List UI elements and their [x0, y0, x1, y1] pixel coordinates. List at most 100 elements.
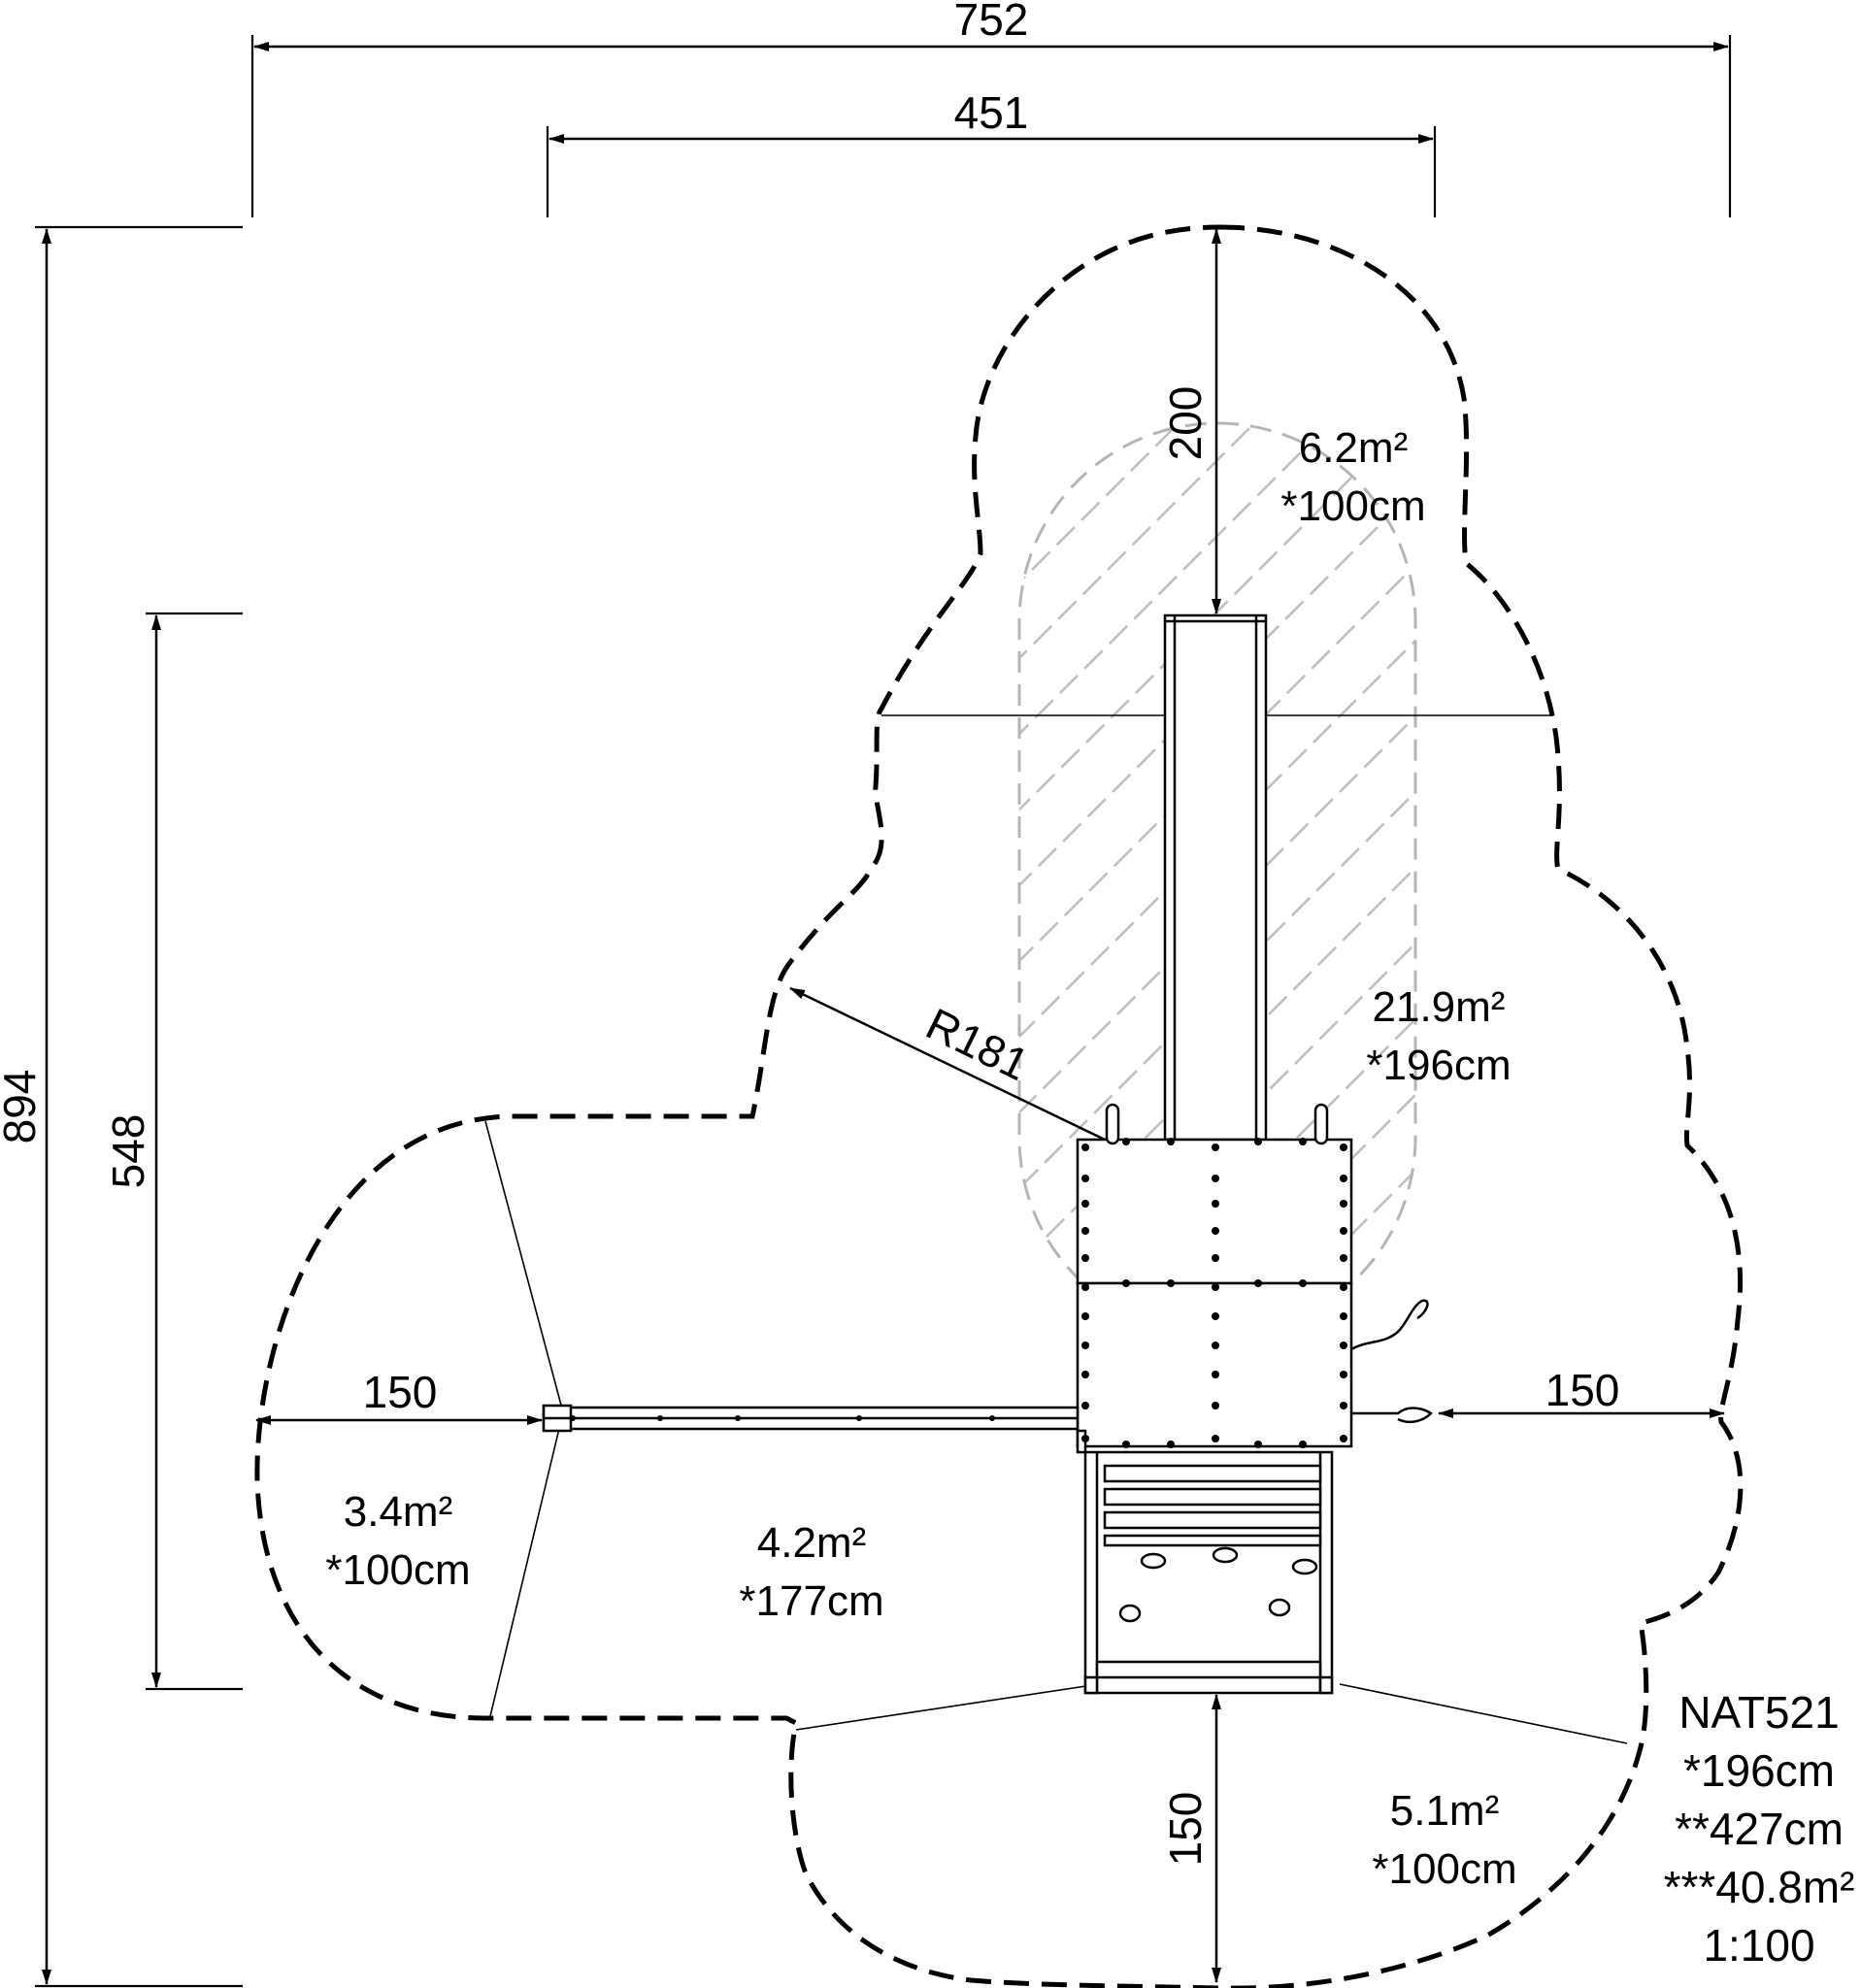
bolt	[1212, 1402, 1219, 1409]
bolt	[1081, 1342, 1089, 1349]
hatch-line	[1705, 423, 1861, 1336]
bolt	[1122, 1138, 1130, 1145]
slide	[1163, 613, 1268, 1142]
bolt	[1254, 1138, 1262, 1145]
bolt	[1254, 1279, 1262, 1287]
inner-width-label: 451	[954, 87, 1029, 138]
bolt	[1081, 1402, 1089, 1409]
hatch-line	[1019, 423, 1415, 1336]
dimension-right-clearance: 150	[1438, 1365, 1725, 1418]
slide-clearance-label: 200	[1160, 386, 1211, 461]
dimension-bottom-clearance: 150	[1160, 1694, 1221, 1983]
bolt	[1081, 1312, 1089, 1320]
hatch-line	[1401, 423, 1415, 1336]
hatch-line	[1019, 423, 1415, 1336]
bolt	[1122, 1279, 1130, 1287]
bolt	[1212, 1175, 1219, 1182]
zone-beam-area: 4.2m²	[757, 1519, 866, 1567]
bolt	[1081, 1143, 1089, 1151]
bolt	[1340, 1175, 1347, 1182]
bolt	[1340, 1402, 1347, 1409]
zone-bottom-height: *100cm	[1372, 1845, 1516, 1893]
bolt	[1167, 1441, 1175, 1448]
hatch-line	[0, 423, 800, 1336]
zone-beam-height: *177cm	[739, 1577, 883, 1625]
bolt	[1340, 1435, 1347, 1442]
zone-left-height: *100cm	[325, 1546, 470, 1594]
hatch-line	[1553, 423, 1861, 1336]
hatch-line	[1249, 423, 1415, 1336]
bolt	[1340, 1227, 1347, 1235]
bolt	[1212, 1200, 1219, 1208]
bolt	[1299, 1279, 1307, 1287]
radius-label: R181	[918, 998, 1037, 1090]
bolt	[1340, 1283, 1347, 1291]
dimension-slide-clearance: 200	[1160, 228, 1221, 614]
zone-left: 3.4m² *100cm	[325, 1488, 470, 1594]
bolt	[1340, 1254, 1347, 1262]
hatch-line	[0, 423, 573, 1336]
dimension-left-clearance: 150	[255, 1367, 543, 1425]
zone-left-area: 3.4m²	[344, 1488, 452, 1536]
bolt	[1122, 1441, 1130, 1448]
zone-top-height: *100cm	[1280, 482, 1425, 530]
product-scale: 1:100	[1703, 1920, 1814, 1971]
bolt	[1081, 1200, 1089, 1208]
overall-width-label: 752	[954, 0, 1029, 45]
bolt	[1340, 1342, 1347, 1349]
bolt	[1212, 1227, 1219, 1235]
hatch-line	[1019, 423, 1180, 1336]
bolt	[1167, 1279, 1175, 1287]
hatch-line	[0, 423, 724, 1336]
zone-bottom: 5.1m² *100cm	[1372, 1787, 1516, 1893]
right-clearance-label: 150	[1545, 1365, 1620, 1415]
product-code: NAT521	[1678, 1687, 1839, 1738]
bolt	[1254, 1441, 1262, 1448]
hatch-line	[1629, 423, 1861, 1336]
product-platform-height: *196cm	[1683, 1745, 1835, 1796]
bottom-clearance-label: 150	[1160, 1792, 1211, 1867]
bolt	[1299, 1441, 1307, 1448]
dimension-radius: R181	[789, 986, 1106, 1142]
zone-top: 6.2m² *100cm	[1280, 424, 1425, 530]
bolt	[1340, 1143, 1347, 1151]
bolt	[1081, 1227, 1089, 1235]
safety-area-boundary	[254, 224, 1744, 1988]
bolt	[1212, 1371, 1219, 1378]
product-total-area: ***40.8m²	[1664, 1862, 1855, 1912]
hatch-line	[1478, 423, 1861, 1336]
bolt	[1212, 1254, 1219, 1262]
bolt	[1212, 1435, 1219, 1442]
hatch-line	[1019, 423, 1028, 1336]
dimension-overall-height: 894	[0, 225, 243, 1988]
zone-main: 21.9m² *196cm	[1366, 983, 1511, 1089]
zone-main-height: *196cm	[1366, 1042, 1511, 1089]
climbing-wall	[1083, 1450, 1334, 1695]
zone-bottom-area: 5.1m²	[1390, 1787, 1499, 1835]
bolt	[1340, 1371, 1347, 1378]
tower-platform	[1076, 1103, 1433, 1454]
bolt	[1212, 1342, 1219, 1349]
product-info: NAT521 *196cm **427cm ***40.8m² 1:100	[1664, 1687, 1855, 1971]
hatch-line	[0, 423, 648, 1336]
bolt	[1081, 1435, 1089, 1442]
bolt	[1299, 1138, 1307, 1145]
overall-height-label: 894	[0, 1070, 45, 1144]
bolt	[1081, 1283, 1089, 1291]
dimension-overall-width: 752	[250, 0, 1732, 217]
left-beam	[542, 1404, 1080, 1433]
bolt	[1340, 1200, 1347, 1208]
bolt	[1081, 1254, 1089, 1262]
bolt	[1081, 1175, 1089, 1182]
hatch-line	[1019, 423, 1104, 1336]
bolt	[1212, 1283, 1219, 1291]
hatch-line	[1856, 423, 1861, 1336]
dimension-inner-width: 451	[546, 87, 1437, 217]
bolt	[1212, 1312, 1219, 1320]
hatch-line	[39, 423, 951, 1336]
bolt	[1212, 1143, 1219, 1151]
bolt	[1081, 1371, 1089, 1378]
zone-dividers	[484, 714, 1628, 1744]
bolt	[1340, 1312, 1347, 1320]
